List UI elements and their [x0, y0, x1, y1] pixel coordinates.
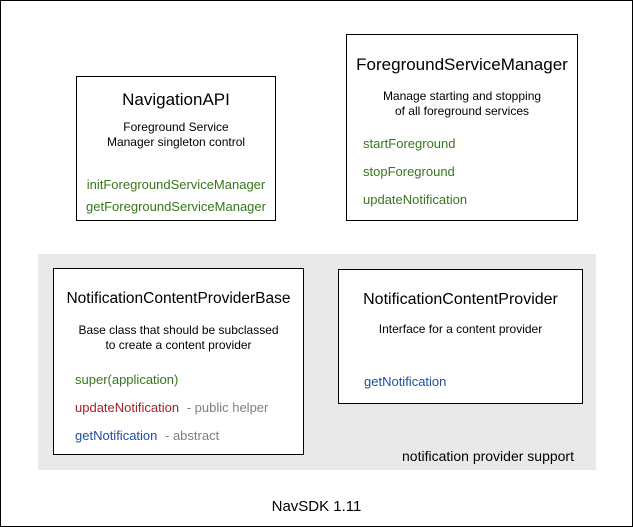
class-box-foreground-service-manager: ForegroundServiceManager Manage starting… — [346, 34, 578, 221]
class-description: Foreground Service Manager singleton con… — [77, 120, 275, 150]
method: startForeground — [363, 136, 456, 151]
diagram-caption: NavSDK 1.11 — [271, 498, 362, 515]
class-description: Base class that should be subclassed to … — [54, 323, 303, 353]
group-label: notification provider support — [402, 448, 574, 464]
method-list: initForegroundServiceManager getForegrou… — [77, 177, 275, 221]
method: getForegroundServiceManager — [86, 199, 266, 214]
description-line: Base class that should be subclassed — [78, 323, 279, 337]
method: getNotification - abstract — [75, 428, 303, 444]
class-description: Manage starting and stopping of all fore… — [347, 89, 577, 119]
class-title: ForegroundServiceManager — [356, 55, 568, 74]
method: updateNotification — [363, 192, 468, 207]
description-line: Manager singleton control — [106, 135, 246, 149]
method-note: - abstract — [165, 428, 220, 443]
method-name: super(application) — [75, 372, 179, 387]
class-description: Interface for a content provider — [339, 322, 582, 337]
description-line: Manage starting and stopping — [382, 89, 542, 103]
class-title: NotificationContentProviderBase — [66, 290, 291, 307]
method: stopForeground — [363, 164, 455, 179]
method-list: super(application) updateNotification - … — [54, 372, 303, 456]
class-title: NavigationAPI — [122, 90, 230, 109]
method: getNotification — [364, 374, 447, 389]
description-line: Foreground Service — [123, 120, 229, 134]
class-box-notification-content-provider: NotificationContentProvider Interface fo… — [338, 269, 583, 404]
method: updateNotification - public helper — [75, 400, 303, 416]
description-line: of all foreground services — [394, 104, 530, 118]
class-title: NotificationContentProvider — [363, 291, 558, 308]
method-name: getNotification — [75, 428, 158, 443]
method-note: - public helper — [186, 400, 269, 415]
method-name: updateNotification — [75, 400, 180, 415]
description-line: Interface for a content provider — [378, 322, 543, 336]
class-box-navigation-api: NavigationAPI Foreground Service Manager… — [76, 76, 276, 221]
method-list: startForeground stopForeground updateNot… — [347, 136, 577, 220]
class-box-notification-content-provider-base: NotificationContentProviderBase Base cla… — [53, 268, 304, 455]
method: super(application) — [75, 372, 303, 388]
method: initForegroundServiceManager — [86, 177, 266, 192]
description-line: to create a content provider — [105, 338, 252, 352]
method-list: getNotification — [339, 374, 582, 390]
